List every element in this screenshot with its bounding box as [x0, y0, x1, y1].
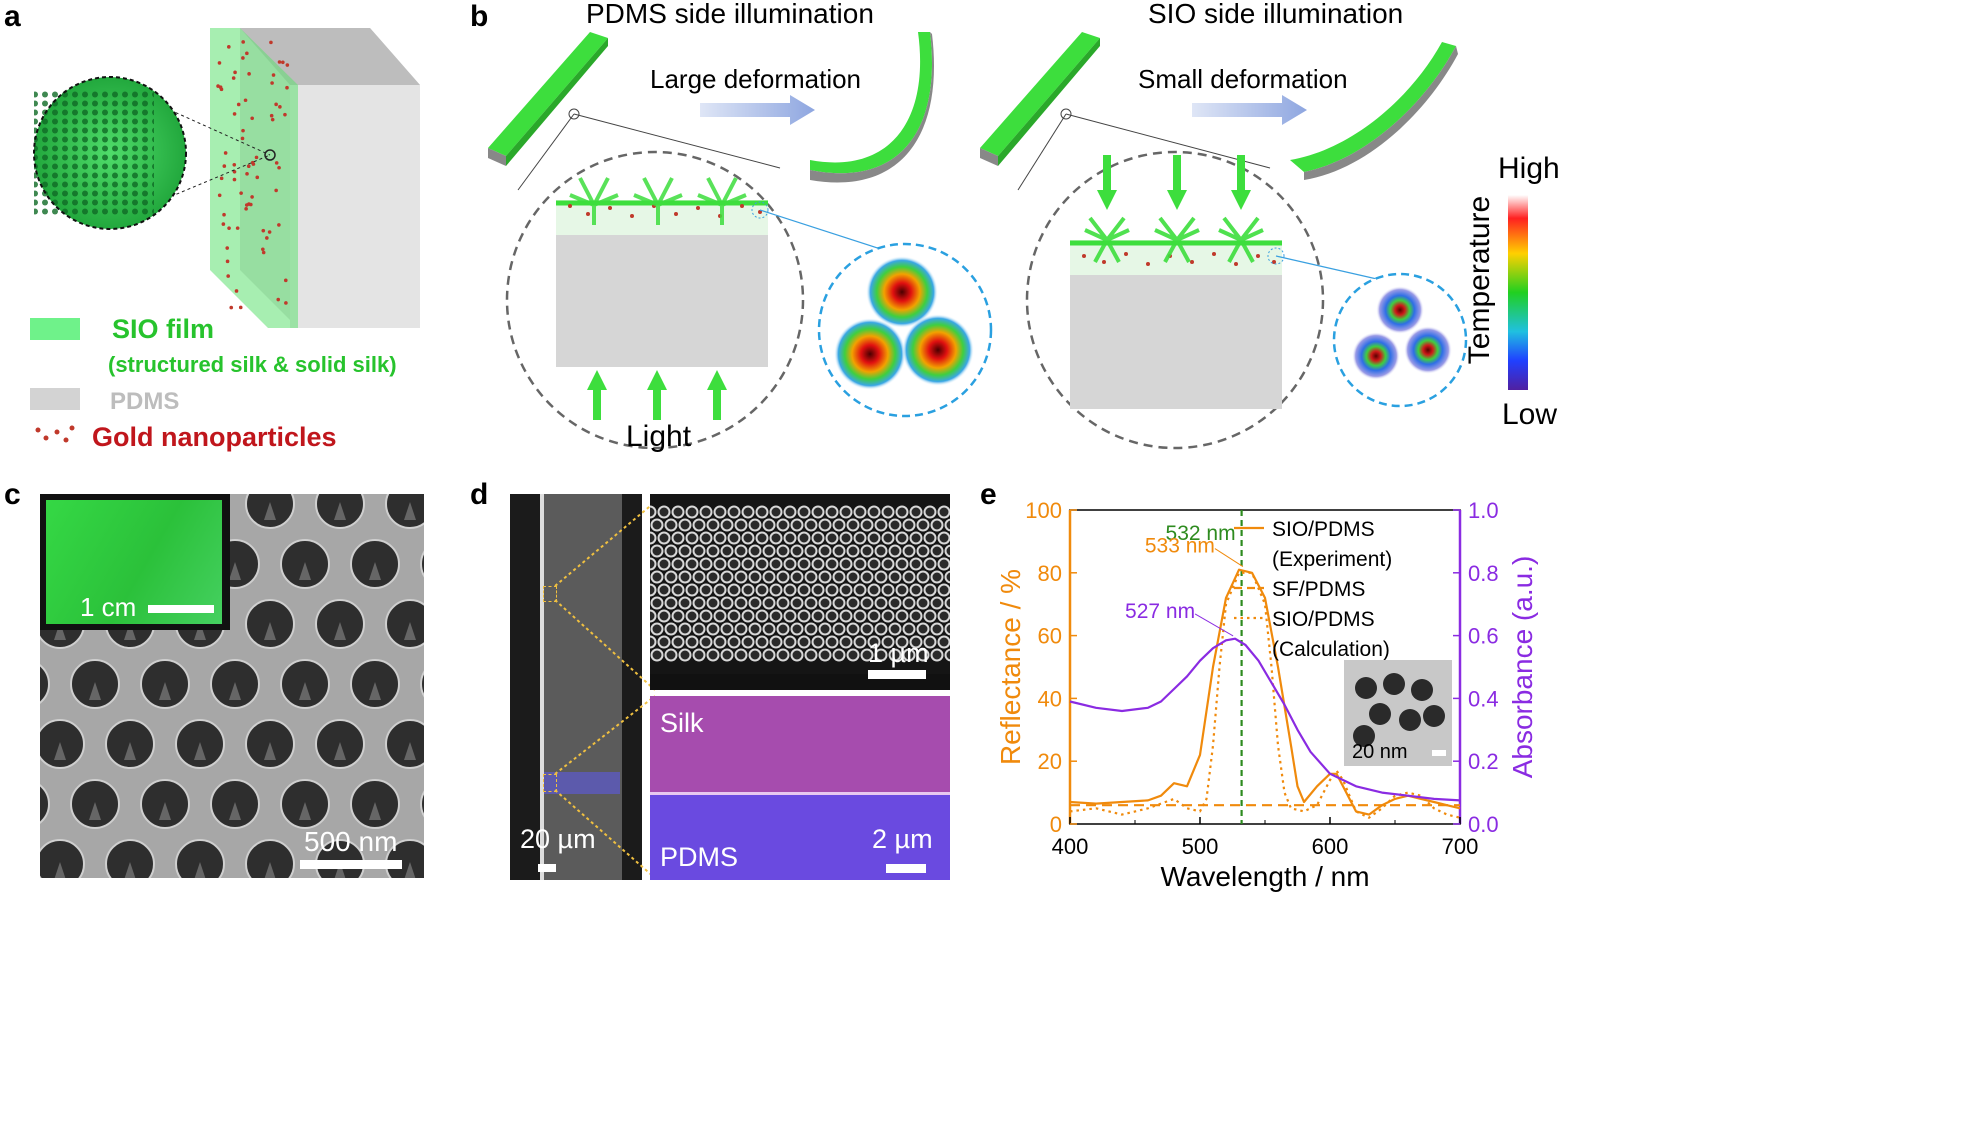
panel-c: 1 cm 500 nm [40, 494, 424, 878]
legend-entry: SF/PDMS [1272, 578, 1365, 601]
cross-section-image: 20 µm [510, 494, 642, 880]
y2-tick-label: 0.6 [1468, 624, 1499, 649]
right-deformation-label: Small deformation [1138, 64, 1348, 94]
left-flat-strip [488, 32, 608, 166]
y-tick-label: 80 [1038, 561, 1062, 586]
annotation-533: 533 nm [1145, 535, 1215, 558]
panel-a: SIO film (structured silk & solid silk) … [0, 0, 460, 470]
sem-scale-bar [300, 860, 402, 869]
panel-a-illustration [30, 28, 420, 443]
right-zoom-circle [1025, 150, 1325, 450]
panel-d: 20 µm 1 µm Silk PDMS 2 µm [510, 494, 950, 880]
right-bent-strip [1290, 42, 1458, 180]
legend-gold-swatch [35, 425, 75, 443]
panel-label-c: c [4, 478, 21, 511]
series-line-3 [1069, 637, 1461, 802]
sem-scale-label: 500 nm [304, 826, 398, 857]
x-tick-label: 500 [1182, 834, 1219, 859]
y2-tick-label: 0.8 [1468, 561, 1499, 586]
temperature-scale-bar [1508, 195, 1528, 390]
panel-label-b: b [470, 0, 489, 33]
cross-section-scale-bar [538, 864, 556, 872]
y2-tick-label: 0.0 [1468, 812, 1499, 837]
legend-pdms-swatch [30, 388, 80, 410]
y2-tick-label: 0.2 [1468, 749, 1499, 774]
legend-entry: (Calculation) [1272, 638, 1390, 661]
left-deformation-arrow [700, 95, 815, 125]
silk-label: Silk [660, 708, 704, 738]
y-axis-label: Reflectance / % [996, 569, 1026, 765]
series-line-0 [1069, 568, 1461, 816]
legend-sio-detail: (structured silk & solid silk) [108, 352, 397, 377]
scale-title: Temperature [1463, 195, 1496, 365]
legend-pdms-label: PDMS [110, 388, 180, 415]
x-tick-label: 400 [1052, 834, 1089, 859]
y-tick-label: 100 [1025, 498, 1062, 523]
y2-axis-label: Absorbance (a.u.) [1507, 556, 1538, 779]
scale-low: Low [1502, 398, 1558, 431]
panel-label-a: a [4, 0, 21, 33]
interface-scale-bar [886, 864, 926, 873]
y-tick-label: 40 [1038, 686, 1062, 711]
inset-photo: 1 cm [40, 494, 230, 630]
tem-scale-bar [1432, 750, 1446, 756]
silk-pores-image: 1 µm [650, 494, 950, 690]
panel-b: PDMS side illumination SIO side illumina… [470, 0, 1976, 470]
left-deformation-label: Large deformation [650, 64, 862, 94]
inset-scale-label: 1 cm [80, 592, 137, 622]
y2-tick-label: 0.4 [1468, 686, 1499, 711]
y2-tick-label: 1.0 [1468, 498, 1499, 523]
legend-entry: SIO/PDMS [1272, 518, 1375, 541]
silk-pdms-interface-image: Silk PDMS 2 µm [650, 696, 950, 880]
interface-scale-label: 2 µm [872, 824, 933, 854]
left-zoom-circle [505, 150, 805, 450]
nanoparticle [1353, 725, 1375, 747]
annotation-533-arrow [1214, 548, 1244, 567]
reference-line-label: 532 nm [1166, 522, 1236, 545]
y-tick-label: 60 [1038, 624, 1062, 649]
nanoparticle [1383, 673, 1405, 695]
left-title: PDMS side illumination [586, 0, 874, 29]
nanoparticle [1411, 679, 1433, 701]
legend-gold-label: Gold nanoparticles [92, 422, 337, 452]
light-label: Light [626, 420, 692, 453]
y-tick-label: 20 [1038, 749, 1062, 774]
legend-entry: SIO/PDMS [1272, 608, 1375, 631]
silk-layer [650, 696, 950, 792]
nanoparticle [1369, 703, 1391, 725]
y-tick-label: 0 [1050, 812, 1062, 837]
left-bent-strip [810, 32, 935, 183]
light-arrows [587, 370, 727, 420]
nanoparticle [1423, 705, 1445, 727]
legend-sio-label: SIO film [112, 314, 215, 344]
right-flat-strip [980, 32, 1100, 166]
panel-e: 400 500 600 700 0 20 40 60 80 100 0.0 0.2 0.4 0.6 0.8 1… [995, 484, 1976, 1120]
right-pdms-rect [1070, 275, 1282, 409]
cross-section-scale-label: 20 µm [520, 824, 596, 854]
nanoparticle [1355, 677, 1377, 699]
pdms-label: PDMS [660, 842, 739, 872]
legend-sio-swatch [30, 318, 80, 340]
x-tick-label: 700 [1442, 834, 1479, 859]
left-pdms-rect [556, 235, 768, 367]
panel-label-e: e [980, 478, 997, 511]
legend-entry: (Experiment) [1272, 548, 1392, 571]
silk-pores-scale-bar [868, 670, 926, 679]
right-title: SIO side illumination [1148, 0, 1404, 29]
annotation-527-arrow [1194, 613, 1234, 637]
silk-pores-scale-label: 1 µm [868, 638, 929, 668]
panel-b-illustration [488, 32, 1528, 450]
right-deformation-arrow [1192, 95, 1307, 125]
spectrum-chart: 400 500 600 700 0 20 40 60 80 100 0.0 0.2 0.4 0.6 0.8 1… [995, 498, 1538, 892]
x-tick-label: 600 [1312, 834, 1349, 859]
panel-label-d: d [470, 478, 489, 511]
scale-high: High [1498, 152, 1560, 185]
inset-scale-bar [148, 605, 214, 613]
tem-scale-label: 20 nm [1352, 741, 1408, 763]
series-line-2 [1069, 571, 1461, 819]
x-axis-label: Wavelength / nm [1160, 861, 1369, 892]
annotation-527: 527 nm [1125, 600, 1195, 623]
nanoparticle [1399, 709, 1421, 731]
